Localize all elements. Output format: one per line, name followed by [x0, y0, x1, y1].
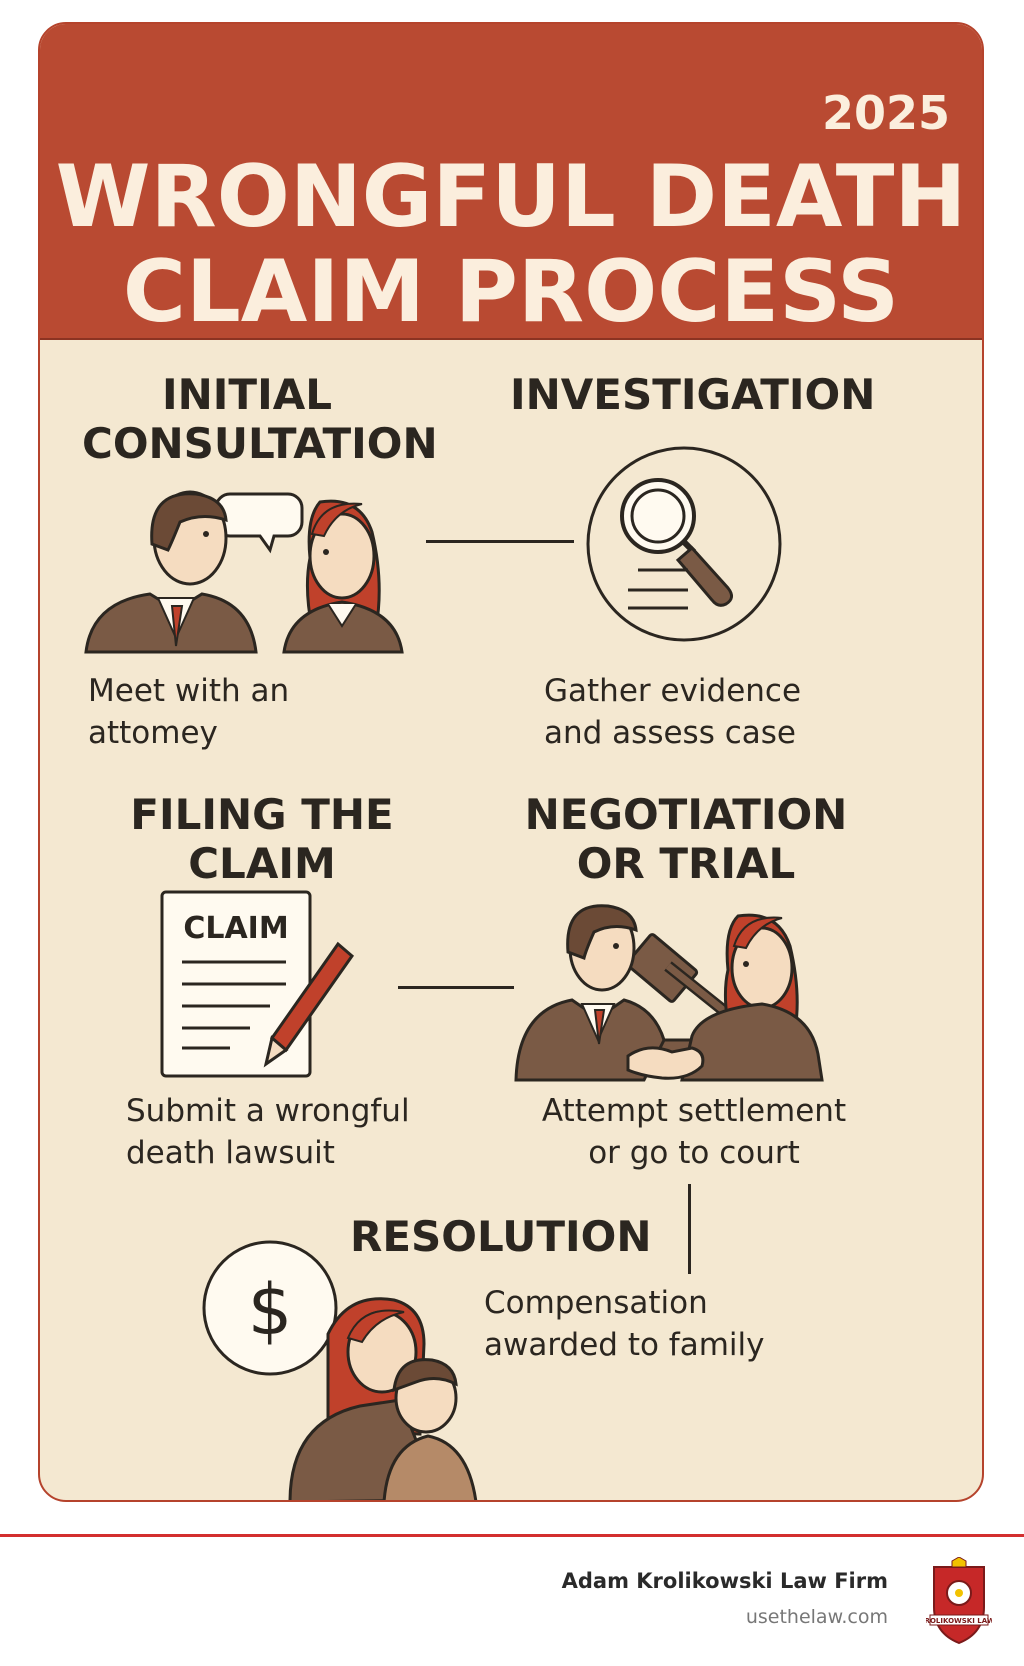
- two-people-talking-icon: [84, 490, 404, 654]
- step-negotiation-description: Attempt settlement or go to court: [524, 1090, 864, 1174]
- description-line: Attempt settlement: [541, 1093, 847, 1129]
- step-negotiation-title: NEGOTIATION OR TRIAL: [516, 790, 856, 888]
- title-line: INVESTIGATION: [510, 370, 876, 419]
- title-line: INITIAL: [162, 370, 332, 419]
- magnifying-glass-icon: [586, 446, 782, 642]
- logo-text: THE KROLIKOWSKI LAW FIRM: [926, 1617, 992, 1625]
- description-line: Gather evidence: [544, 673, 802, 709]
- step-resolution-description: Compensation awarded to family: [484, 1282, 844, 1366]
- dollar-sign: $: [248, 1269, 293, 1351]
- connector-line: [426, 540, 574, 543]
- family-compensation-icon: $: [202, 1240, 478, 1500]
- description-line: Submit a wrongful: [126, 1093, 410, 1129]
- year-label: 2025: [821, 86, 950, 140]
- footer-divider: [0, 1534, 1024, 1537]
- step-filing-title: FILING THE CLAIM: [102, 790, 422, 888]
- website-link[interactable]: usethelaw.com: [745, 1606, 888, 1628]
- connector-line: [688, 1184, 691, 1274]
- title-line-1: WRONGFUL DEATH: [55, 147, 967, 247]
- title-line: CONSULTATION: [82, 419, 438, 468]
- step-initial-consultation-title: INITIAL CONSULTATION: [82, 370, 438, 468]
- step-resolution-title: RESOLUTION: [350, 1212, 652, 1261]
- connector-line: [398, 986, 514, 989]
- step-initial-consultation-description: Meet with an attomey: [88, 670, 428, 754]
- step-investigation-title: INVESTIGATION: [510, 370, 876, 419]
- description-line: or go to court: [588, 1135, 800, 1171]
- step-filing-description: Submit a wrongful death lawsuit: [126, 1090, 466, 1174]
- title-line-2: CLAIM PROCESS: [122, 242, 900, 342]
- title-line: FILING THE: [130, 790, 394, 839]
- description-line: Compensation: [484, 1285, 708, 1321]
- title-line: NEGOTIATION: [524, 790, 848, 839]
- description-line: Meet with an attomey: [88, 673, 290, 751]
- description-line: death lawsuit: [126, 1135, 335, 1171]
- firm-name: Adam Krolikowski Law Firm: [561, 1569, 888, 1593]
- step-investigation-description: Gather evidence and assess case: [544, 670, 884, 754]
- document-label: CLAIM: [183, 911, 288, 946]
- infographic-card: 2025 WRONGFUL DEATH CLAIM PROCESS INITIA…: [38, 22, 984, 1502]
- firm-crest-logo: THE KROLIKOWSKI LAW FIRM: [926, 1557, 992, 1645]
- title-line: CLAIM: [188, 839, 336, 888]
- header-banner: 2025 WRONGFUL DEATH CLAIM PROCESS: [40, 24, 982, 340]
- title-line: RESOLUTION: [350, 1212, 652, 1261]
- description-line: and assess case: [544, 715, 796, 751]
- claim-document-icon: CLAIM: [160, 890, 355, 1078]
- title-line: OR TRIAL: [576, 839, 796, 888]
- handshake-gavel-icon: [514, 904, 824, 1082]
- description-line: awarded to family: [484, 1327, 765, 1363]
